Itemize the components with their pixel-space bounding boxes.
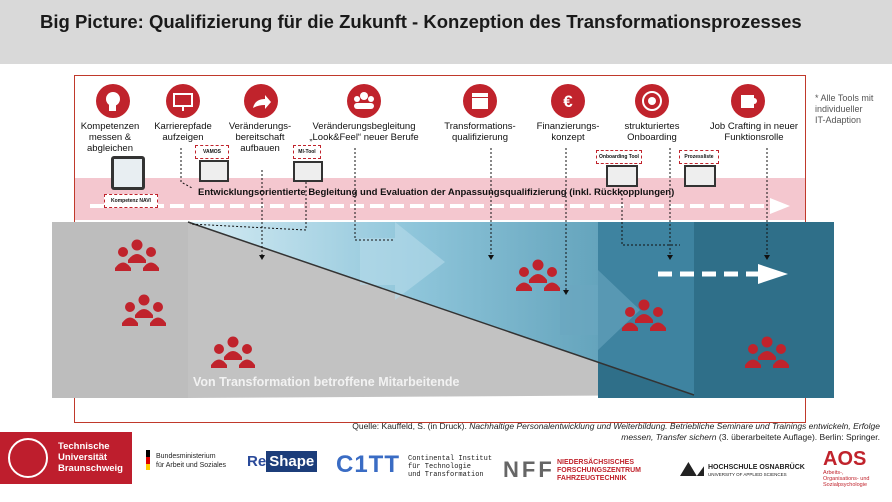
puzzle-icon	[731, 84, 765, 118]
source-suffix: (3. überarbeitete Auflage). Berlin: Spri…	[716, 432, 880, 442]
source-citation: Quelle: Kauffeld, S. (in Druck). Nachhal…	[320, 421, 880, 443]
tablet-mockup	[111, 156, 145, 190]
tu-line-1: Technische	[58, 441, 110, 452]
bmas-line-1: Bundesministerium	[156, 453, 216, 460]
chevron-shape	[360, 222, 445, 300]
presentation-icon	[166, 84, 200, 118]
tag-kompetenz-navi: Kompetenz NAVI	[104, 194, 158, 208]
banner-text: Entwicklungsorientierte Begleitung und E…	[198, 187, 675, 198]
svg-text:€: €	[563, 92, 573, 111]
boundary-line	[187, 221, 695, 396]
aos-line-3: Sozialpsychologie	[823, 482, 868, 488]
euro-icon: €	[551, 84, 585, 118]
people-icon	[745, 336, 789, 368]
tool-label-karrierepfade: Karrierepfade aufzeigen	[154, 121, 212, 143]
citt-line-1: Continental Institut	[408, 455, 493, 463]
laptop-mockup	[293, 161, 323, 182]
people-icon	[115, 239, 159, 271]
citt-line-3: und Transformation	[408, 471, 484, 479]
group-icon	[347, 84, 381, 118]
tool-label-veraenderungsbereitschaft: Veränderungs-bereitschaft aufbauen	[228, 121, 292, 154]
pink-band	[75, 178, 805, 220]
tag-onboarding-tool: Onboarding Tool	[596, 150, 642, 164]
aos-line-1: Arbeits-,	[823, 470, 844, 476]
nff-mark: NFF	[503, 457, 555, 482]
people-icon	[122, 294, 166, 326]
aos-logo: AOS Arbeits-, Organisations- und Sozialp…	[823, 448, 889, 488]
source-title: Nachhaltige Personalentwicklung und Weit…	[469, 421, 880, 442]
head-icon	[96, 84, 130, 118]
tool-label-veraenderungsbegleitung: Veränderungsbegleitung „Look&Feel“ neuer…	[309, 121, 419, 143]
hs-line-1: HOCHSCHULE OSNABRÜCK	[708, 464, 805, 471]
reshape-re: Re	[247, 453, 267, 470]
people-icon	[622, 299, 666, 331]
target-icon	[635, 84, 669, 118]
citt-line-2: für Technologie	[408, 463, 472, 471]
laptop-mockup	[199, 160, 229, 182]
reshape-shape: Shape	[266, 451, 318, 472]
tu-braunschweig-logo: Technische Universität Braunschweig	[0, 432, 132, 484]
tu-line-3: Braunschweig	[58, 463, 123, 474]
tag-mi-tool: MI-Tool	[293, 145, 321, 159]
nff-line-3: FAHRZEUGTECHNIK	[557, 475, 627, 482]
hs-line-2: UNIVERSITY OF APPLIED SCIENCES	[708, 472, 787, 477]
flag-icon	[146, 450, 150, 470]
people-icon	[516, 259, 560, 291]
tools-note: * Alle Tools mit individueller IT-Adapti…	[815, 93, 874, 125]
tu-line-2: Universität	[58, 452, 108, 463]
citt-mark: C1TT	[336, 451, 400, 478]
dashed-arrow-head	[758, 264, 788, 284]
nff-line-1: NIEDERSÄCHSISCHES	[557, 459, 635, 466]
tool-label-job-crafting: Job Crafting in neuer Funktionsrolle	[709, 121, 799, 143]
tool-label-transformationsqualifizierung: Transformations-qualifizierung	[444, 121, 516, 143]
bmas-line-2: für Arbeit und Soziales	[156, 462, 227, 469]
clapperboard-icon	[463, 84, 497, 118]
aos-mark: AOS	[823, 448, 867, 470]
source-prefix: Quelle: Kauffeld, S. (in Druck).	[352, 421, 470, 431]
share-arrow-icon	[244, 84, 278, 118]
title-bar	[0, 0, 892, 64]
tag-vamos: VAMOS	[195, 145, 229, 159]
people-icon	[211, 336, 255, 368]
affected-employees-label: Von Transformation betroffene Mitarbeite…	[193, 375, 460, 389]
tool-label-finanzierungskonzept: Finanzierungs-konzept	[536, 121, 600, 143]
laptop-mockup	[684, 165, 716, 187]
aos-line-2: Organisations- und	[823, 476, 870, 482]
tag-prozessliste: Prozessliste	[679, 150, 719, 164]
tool-label-onboarding: strukturiertes Onboarding	[624, 121, 680, 143]
tu-seal-icon	[8, 438, 48, 478]
laptop-mockup	[606, 165, 638, 187]
tool-label-kompetenzen: Kompetenzen messen & abgleichen	[80, 121, 140, 154]
chevron-shape	[560, 270, 640, 350]
banner-dashed-arrow	[90, 198, 790, 214]
slide-title: Big Picture: Qualifizierung für die Zuku…	[40, 11, 802, 32]
nff-line-2: FORSCHUNGSZENTRUM	[557, 467, 641, 474]
